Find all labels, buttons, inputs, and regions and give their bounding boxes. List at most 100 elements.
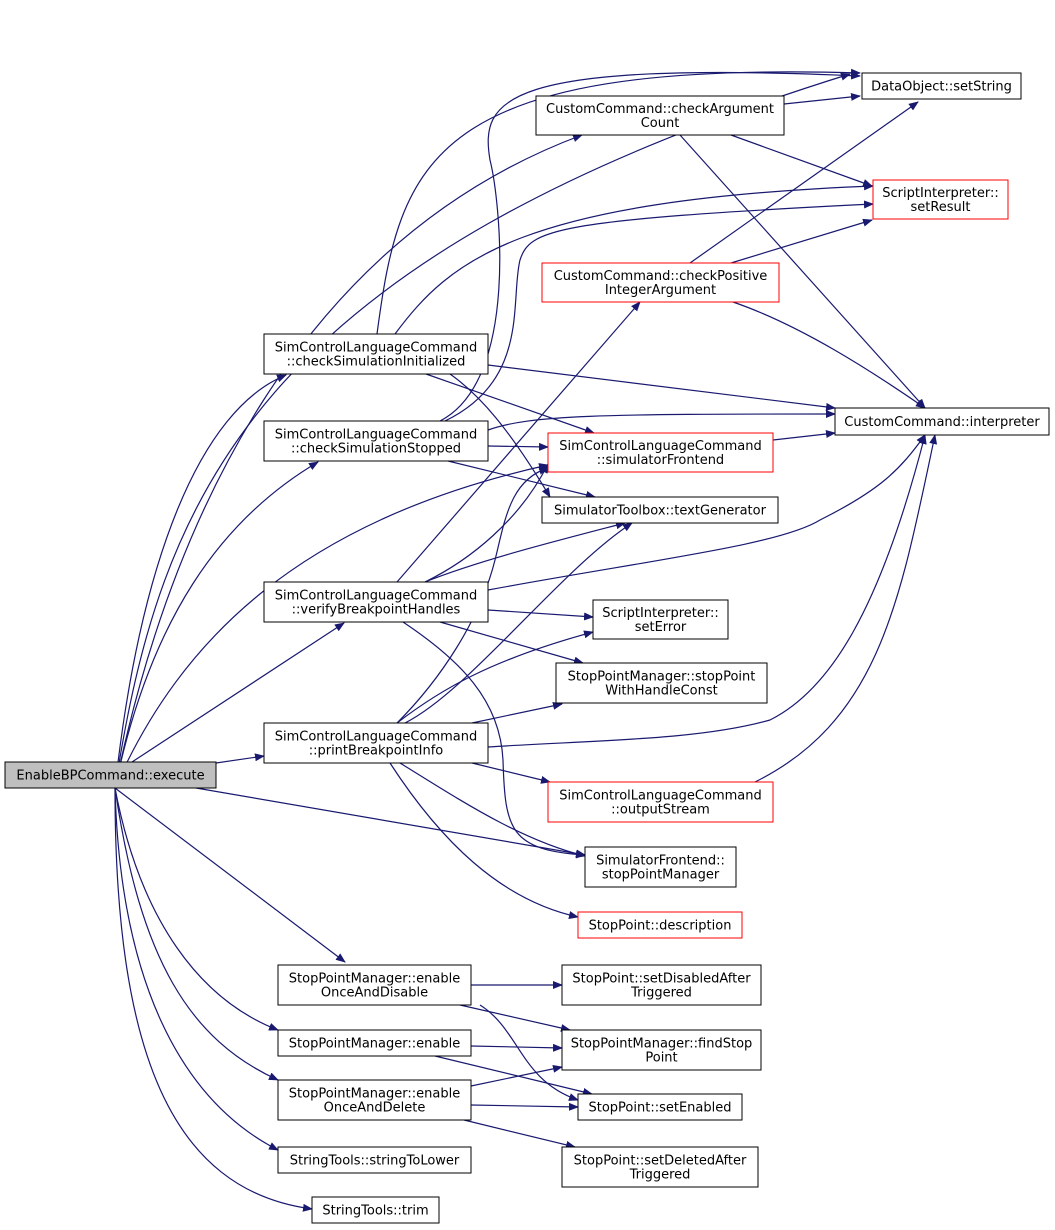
node-label-line: CustomCommand::checkPositive [554, 269, 768, 284]
node-box [541, 496, 779, 524]
edge-execute-printbp [215, 753, 265, 764]
node-box [555, 662, 768, 704]
node-text-gen[interactable]: SimulatorToolbox::textGenerator [541, 496, 779, 524]
node-label-line: Point [645, 1051, 677, 1066]
node-stop-point-manager[interactable]: SimulatorFrontend::stopPointManager [584, 846, 737, 888]
node-label-line: SimControlLanguageCommand [559, 439, 762, 454]
edge-printbp-outputstream [471, 762, 551, 784]
node-box [861, 72, 1022, 100]
node-label-line: StopPoint::setDeletedAfter [574, 1154, 747, 1169]
node-box [561, 1029, 762, 1071]
node-check-sim-init[interactable]: SimControlLanguageCommand::checkSimulati… [263, 333, 489, 375]
node-label-line: StringTools::stringToLower [290, 1154, 460, 1169]
node-label-line: ::checkSimulationInitialized [287, 355, 466, 370]
edge-checksimstopped-interpreter [487, 410, 836, 431]
edge-printbp-simfrontend [396, 466, 549, 724]
node-interpreter[interactable]: CustomCommand::interpreter [834, 407, 1050, 436]
node-box [263, 333, 489, 375]
node-set-string[interactable]: DataObject::setString [861, 72, 1022, 100]
edge-execute-verifybp [131, 622, 345, 763]
edge-checkargcount-interpreter [679, 134, 926, 409]
node-label-line: StopPoint::description [589, 919, 732, 934]
node-check-pos-int[interactable]: CustomCommand::checkPositiveIntegerArgum… [541, 262, 780, 303]
node-box [535, 95, 785, 136]
node-label-line: StopPoint::setDisabledAfter [572, 972, 751, 987]
node-label-line: CustomCommand::interpreter [844, 415, 1040, 430]
node-label-line: ::simulatorFrontend [597, 453, 724, 468]
edge-execute-stoppointmanager [195, 787, 586, 858]
edge-checksimstopped-textgen [447, 460, 596, 499]
node-output-stream[interactable]: SimControlLanguageCommand::outputStream [547, 781, 774, 823]
edge-printbp-description [389, 762, 579, 919]
node-box [277, 1079, 472, 1121]
edge-execute-spmenable [114, 787, 279, 1031]
node-box [577, 911, 743, 939]
edge-verifybp-simfrontend [424, 463, 549, 583]
edge-enableoncedisable-setenabled [479, 1004, 579, 1101]
node-label-line: ::outputStream [611, 803, 710, 818]
node-box [584, 846, 737, 888]
node-set-result[interactable]: ScriptInterpreter::setResult [872, 179, 1009, 220]
node-label-line: SimControlLanguageCommand [275, 428, 478, 443]
node-enable-b-p[interactable]: EnableBPCommand::execute [4, 761, 217, 789]
node-label-line: setResult [910, 200, 970, 215]
node-label-line: StopPointManager::stopPoint [568, 670, 756, 685]
edge-enableoncedelete-findstoppoint [470, 1064, 563, 1087]
edge-enableoncedelete-setdeletedafter [463, 1119, 576, 1149]
node-set-enabled[interactable]: StopPoint::setEnabled [577, 1093, 743, 1121]
node-label-line: ScriptInterpreter:: [602, 606, 719, 621]
edge-verifybp-checkposint [396, 301, 641, 583]
node-box [561, 1146, 759, 1188]
edge-checkposint-interpreter [732, 301, 926, 409]
node-string-to-lower[interactable]: StringTools::stringToLower [277, 1146, 472, 1174]
node-label-line: SimControlLanguageCommand [559, 789, 762, 804]
node-check-sim-stopped[interactable]: SimControlLanguageCommand::checkSimulati… [263, 420, 489, 462]
node-print-b-p[interactable]: SimControlLanguageCommand::printBreakpoi… [263, 722, 489, 764]
edge-checksimstopped-setstring [439, 71, 861, 422]
node-label-line: SimulatorFrontend:: [596, 854, 725, 869]
node-sim-frontend[interactable]: SimControlLanguageCommand::simulatorFron… [547, 432, 774, 473]
edge-spmenable-setenabled [434, 1055, 593, 1096]
edge-execute-stringtolower [114, 787, 279, 1151]
edge-execute-enableoncedelete [114, 787, 279, 1081]
node-box [263, 722, 489, 764]
edge-printbp-seterror [396, 630, 594, 724]
edge-printbp-textgen [404, 522, 633, 724]
edge-spmenable-findstoppoint [470, 1043, 563, 1052]
node-label-line: StopPointManager::findStop [571, 1037, 753, 1052]
node-label-line: StopPointManager::enable [289, 972, 460, 987]
edge-execute-setstring [114, 72, 851, 789]
node-label-line: stopPointManager [602, 868, 720, 883]
call-edges [114, 68, 938, 1212]
node-label-line: SimControlLanguageCommand [275, 730, 478, 745]
node-box [561, 964, 762, 1006]
edge-execute-enableoncedisable [114, 787, 346, 963]
edge-checksimstopped-simfrontend [487, 442, 549, 451]
edge-printbp-interpreter [487, 434, 927, 748]
node-trim[interactable]: StringTools::trim [311, 1196, 440, 1224]
node-label-line: OnceAndDisable [321, 986, 428, 1001]
node-label-line: SimControlLanguageCommand [275, 341, 478, 356]
node-description[interactable]: StopPoint::description [577, 911, 743, 939]
node-spm-enable[interactable]: StopPointManager::enable [277, 1029, 472, 1057]
node-label-line: CustomCommand::checkArgument [546, 102, 774, 117]
node-box [263, 420, 489, 462]
node-box [592, 599, 729, 640]
edge-checkposint-setstring [689, 101, 919, 264]
edge-execute-checkargcount [114, 134, 583, 789]
node-label-line: IntegerArgument [605, 283, 716, 298]
node-verify-b-p[interactable]: SimControlLanguageCommand::verifyBreakpo… [263, 581, 489, 623]
node-set-error[interactable]: ScriptInterpreter::setError [592, 599, 729, 640]
node-box [4, 761, 217, 789]
node-box [547, 781, 774, 823]
edge-checksiminit-simfrontend [425, 373, 595, 434]
edge-checksiminit-interpreter [487, 364, 836, 411]
node-stop-point-with-handle[interactable]: StopPointManager::stopPointWithHandleCon… [555, 662, 768, 704]
node-label-line: EnableBPCommand::execute [16, 769, 204, 784]
